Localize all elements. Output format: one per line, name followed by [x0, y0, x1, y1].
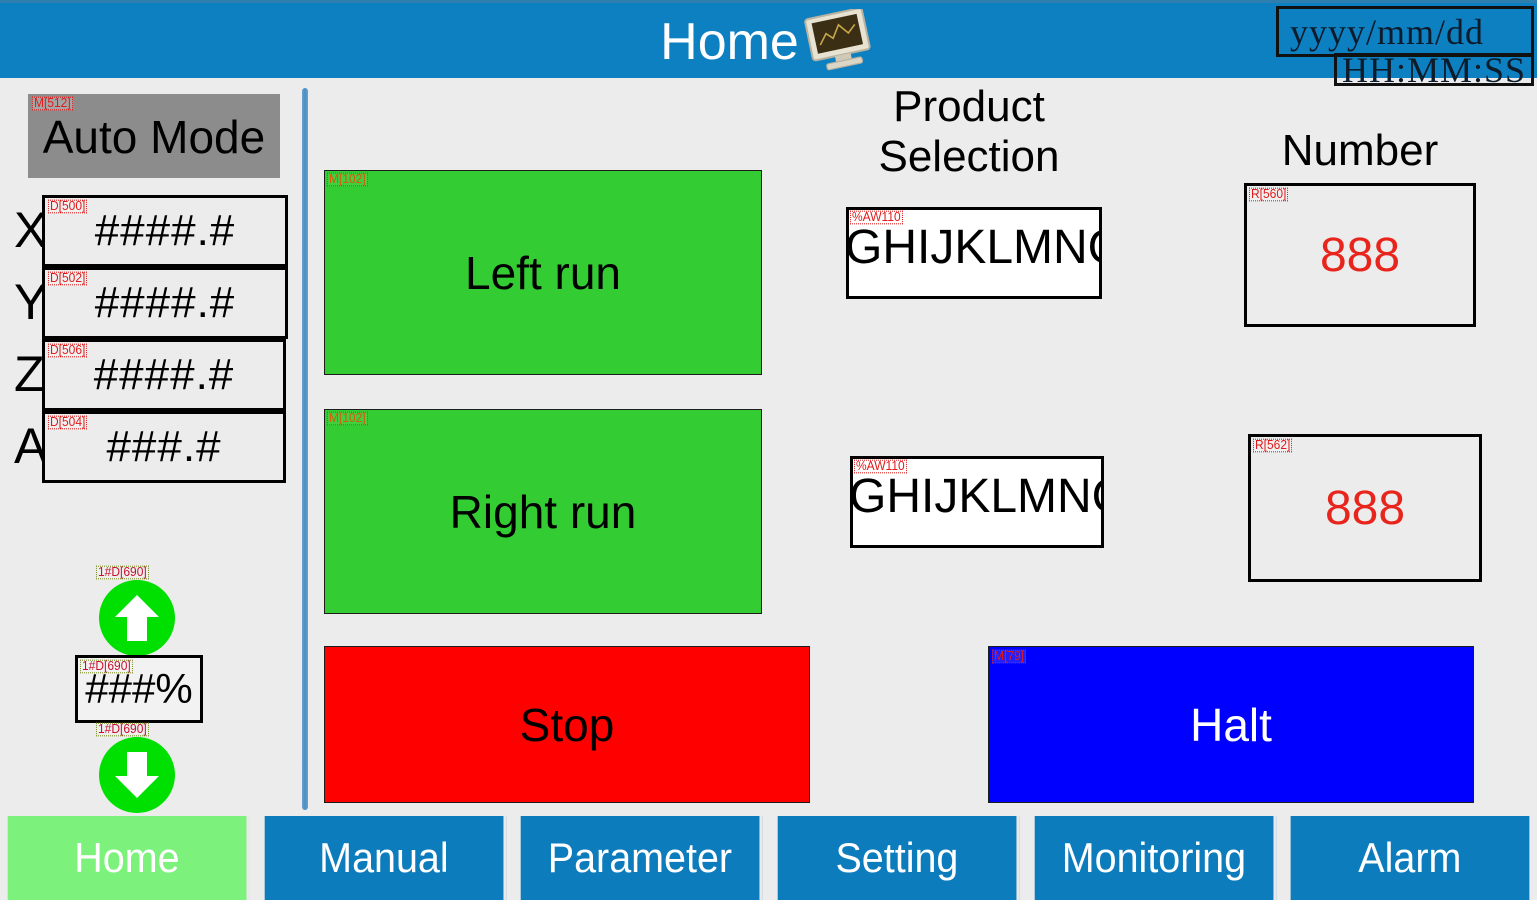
speed-percent-value: ###% — [85, 665, 193, 712]
halt-button[interactable]: M[79] Halt — [988, 646, 1474, 803]
speed-percent-tag: 1#D[690] — [80, 658, 133, 674]
axis-value-box-x[interactable]: D[500] ####.# — [42, 195, 288, 267]
left-run-label: Left run — [465, 246, 621, 299]
number-tag-1: R[560] — [1249, 186, 1289, 202]
axis-label-x: X — [14, 202, 48, 258]
panel-divider — [302, 88, 308, 810]
product-selection-tag-1: %AW110 — [850, 209, 903, 225]
monitor-icon — [801, 9, 877, 75]
product-selection-title: Product Selection — [878, 82, 1060, 181]
time-text: HH:MM:SS — [1342, 50, 1527, 90]
axis-value-x: ####.# — [94, 206, 236, 255]
axis-value-a: ###.# — [106, 422, 222, 471]
axis-value-box-y[interactable]: D[502] ####.# — [42, 267, 288, 339]
axis-row-a: A D[504] ###.# — [14, 411, 294, 483]
axis-label-z: Z — [14, 346, 45, 402]
product-selection-value-2: GHIJKLMNO — [850, 470, 1104, 523]
speed-down-button[interactable]: 1#D[690] — [96, 722, 175, 813]
axis-value-y: ####.# — [94, 278, 236, 327]
axis-tag-a: D[504] — [48, 414, 88, 430]
product-selection-value-1: GHIJKLMNO — [846, 221, 1102, 274]
halt-label: Halt — [1190, 698, 1272, 751]
axis-value-box-z[interactable]: D[506] ####.# — [42, 339, 286, 411]
halt-tag: M[79] — [992, 648, 1027, 664]
nav-item-parameter[interactable]: Parameter — [521, 816, 763, 900]
axis-tag-y: D[502] — [48, 270, 88, 286]
axis-label-a: A — [14, 418, 48, 474]
speed-down-tag: 1#D[690] — [96, 721, 149, 737]
arrow-down-icon — [115, 752, 159, 798]
left-run-tag: M[102] — [327, 171, 368, 187]
arrow-up-icon — [115, 595, 159, 641]
right-run-label: Right run — [449, 485, 637, 538]
page-title-text: Home — [660, 13, 799, 71]
axis-row-y: Y D[502] ####.# — [14, 267, 294, 339]
number-tag-2: R[562] — [1253, 437, 1293, 453]
speed-up-button[interactable]: 1#D[690] — [96, 565, 175, 656]
axis-value-box-a[interactable]: D[504] ###.# — [42, 411, 286, 483]
product-selection-tag-2: %AW110 — [854, 458, 907, 474]
nav-item-setting[interactable]: Setting — [777, 816, 1019, 900]
auto-mode-indicator[interactable]: M[512] Auto Mode — [28, 94, 280, 178]
title-bar: Home yyyy/mm/dd HH:MM:SS — [0, 0, 1537, 90]
time-display-box — [1334, 53, 1534, 86]
axis-tag-x: D[500] — [48, 198, 88, 214]
stop-button[interactable]: Stop — [324, 646, 810, 803]
nav-item-monitoring[interactable]: Monitoring — [1034, 816, 1276, 900]
speed-up-tag: 1#D[690] — [96, 564, 149, 580]
bottom-nav: Home Manual Parameter Setting Monitoring… — [0, 816, 1537, 900]
number-field-1[interactable]: R[560] 888 — [1244, 183, 1476, 327]
axis-row-z: Z D[506] ####.# — [14, 339, 294, 411]
nav-item-manual[interactable]: Manual — [264, 816, 506, 900]
number-title: Number — [1281, 126, 1439, 175]
stop-label: Stop — [519, 698, 615, 751]
product-selection-field-1[interactable]: %AW110 GHIJKLMNO — [846, 207, 1102, 299]
number-value-2: 888 — [1324, 481, 1406, 535]
number-value-1: 888 — [1319, 228, 1401, 282]
right-run-button[interactable]: M[102] Right run — [324, 409, 762, 614]
axis-row-x: X D[500] ####.# — [14, 195, 294, 267]
product-selection-field-2[interactable]: %AW110 GHIJKLMNO — [850, 456, 1104, 548]
right-run-tag: M[102] — [327, 410, 368, 426]
page-title: Home — [0, 3, 1537, 81]
auto-mode-tag: M[512] — [32, 95, 73, 111]
speed-percent-box[interactable]: 1#D[690] ###% — [75, 655, 203, 723]
auto-mode-label: Auto Mode — [42, 111, 266, 163]
left-run-button[interactable]: M[102] Left run — [324, 170, 762, 375]
axis-value-z: ####.# — [93, 350, 235, 399]
nav-item-home[interactable]: Home — [7, 816, 249, 900]
number-field-2[interactable]: R[562] 888 — [1248, 434, 1482, 582]
axis-tag-z: D[506] — [48, 342, 88, 358]
axis-readout-group: X D[500] ####.# Y D[502] ####.# Z D[506]… — [14, 195, 294, 483]
date-text: yyyy/mm/dd — [1290, 12, 1485, 52]
axis-label-y: Y — [14, 274, 48, 330]
nav-item-alarm[interactable]: Alarm — [1290, 816, 1530, 900]
